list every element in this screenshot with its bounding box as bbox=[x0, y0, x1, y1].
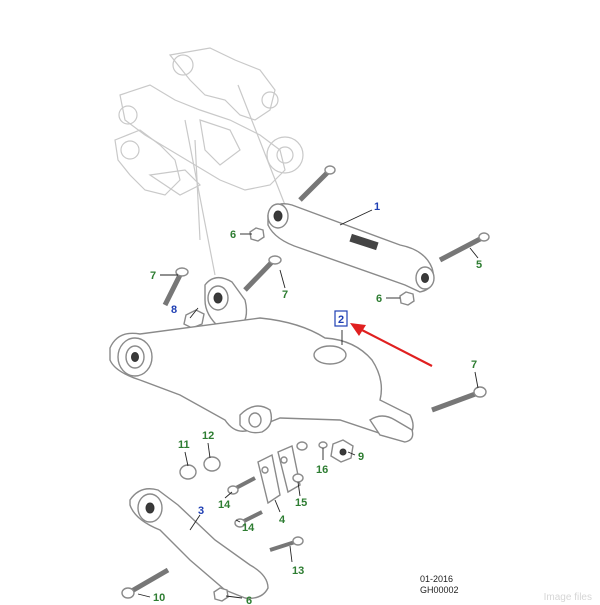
diagram-footer: 01-2016 GH00002 bbox=[420, 574, 459, 596]
bolt-14-upper bbox=[227, 476, 256, 495]
bolt-16 bbox=[318, 441, 328, 449]
bolt-right-long bbox=[431, 386, 487, 413]
bracket-9 bbox=[330, 439, 354, 463]
nut-12 bbox=[203, 456, 221, 472]
callout-4: 4 bbox=[279, 514, 286, 526]
bushing-mount bbox=[183, 277, 248, 331]
toe-link-plates bbox=[257, 445, 301, 505]
callout-15: 15 bbox=[295, 497, 307, 509]
callout-7-center: 7 bbox=[282, 289, 288, 301]
callout-16: 16 bbox=[316, 464, 328, 476]
bolt-upper-left bbox=[298, 165, 336, 202]
nut-upper-left bbox=[249, 227, 265, 242]
bolt-13 bbox=[269, 536, 304, 552]
bolt-10 bbox=[121, 567, 170, 599]
callout-6-right: 6 bbox=[376, 293, 382, 305]
callout-1: 1 bbox=[374, 201, 380, 213]
ghost-knuckle-assembly bbox=[114, 47, 304, 196]
callout-2-highlight-box bbox=[334, 310, 348, 327]
bolt-upper-right bbox=[438, 232, 490, 263]
nut-6-lower bbox=[213, 587, 229, 602]
callout-13: 13 bbox=[292, 565, 304, 577]
callout-8: 8 bbox=[171, 304, 177, 316]
callout-2: 2 bbox=[338, 314, 344, 326]
callout-10: 10 bbox=[153, 592, 165, 604]
footer-date: 01-2016 bbox=[420, 574, 454, 584]
trailing-arm bbox=[129, 488, 269, 599]
lower-control-arm bbox=[109, 317, 414, 443]
callout-6-upper: 6 bbox=[230, 229, 236, 241]
bolt-left-vertical bbox=[162, 267, 189, 307]
callout-3: 3 bbox=[198, 505, 204, 517]
callout-9: 9 bbox=[358, 451, 364, 463]
callout-14-lower: 14 bbox=[242, 522, 255, 534]
callout-5-upper: 5 bbox=[476, 259, 482, 271]
upper-control-arm bbox=[267, 203, 435, 293]
callout-11: 11 bbox=[178, 439, 190, 451]
bolt-center-vertical bbox=[243, 255, 282, 292]
ghost-leaders bbox=[184, 84, 286, 276]
footer-code: GH00002 bbox=[420, 585, 459, 595]
washer-11 bbox=[179, 464, 197, 480]
nut-upper-right bbox=[399, 291, 415, 306]
callout-12: 12 bbox=[202, 430, 214, 442]
leader-lines bbox=[137, 209, 479, 599]
callout-7-left: 7 bbox=[150, 270, 156, 282]
callout-6-lower: 6 bbox=[246, 595, 252, 605]
watermark: Image files bbox=[543, 592, 592, 603]
callout-14-upper: 14 bbox=[218, 499, 231, 511]
highlight-arrow bbox=[350, 323, 433, 367]
callout-7-right: 7 bbox=[471, 359, 477, 371]
